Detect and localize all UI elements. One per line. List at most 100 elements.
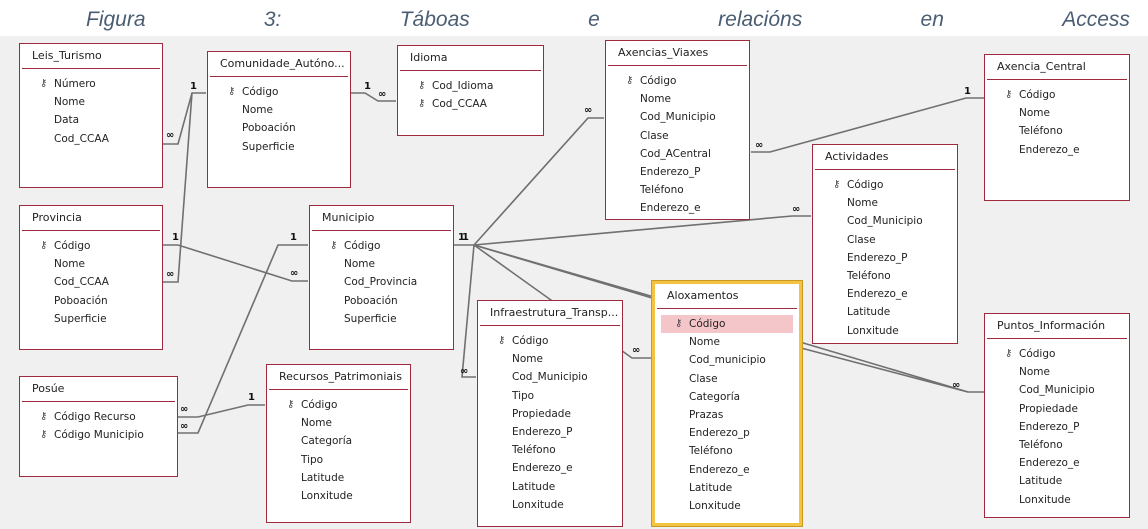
table-field[interactable]: ⚷Código Recurso bbox=[20, 408, 177, 426]
table-field[interactable]: Lonxitude bbox=[655, 497, 799, 515]
table-field[interactable]: ⚷Cod_CCAA bbox=[398, 95, 543, 113]
table-field[interactable]: ⚷Código bbox=[661, 315, 793, 334]
table-field[interactable]: Cod_Municipio bbox=[985, 381, 1129, 399]
table-field[interactable]: Cod_municipio bbox=[655, 351, 799, 369]
table-field[interactable]: Nome bbox=[985, 363, 1129, 381]
table-field[interactable]: Prazas bbox=[655, 406, 799, 424]
table-field[interactable]: Cod_Municipio bbox=[813, 212, 957, 230]
table-field[interactable]: Teléfono bbox=[655, 442, 799, 460]
table-field[interactable]: ⚷Código bbox=[310, 237, 453, 255]
table-field[interactable]: Latitude bbox=[267, 469, 410, 487]
table-posue[interactable]: Posúe ⚷Código Recurso⚷Código Municipio bbox=[19, 376, 178, 477]
table-field[interactable]: Superficie bbox=[208, 138, 350, 156]
table-field[interactable]: Nome bbox=[813, 194, 957, 212]
table-title[interactable]: Puntos_Información bbox=[987, 314, 1127, 339]
table-title[interactable]: Actividades bbox=[815, 145, 955, 170]
table-field[interactable]: Teléfono bbox=[985, 122, 1129, 140]
table-title[interactable]: Axencia_Central bbox=[987, 55, 1127, 80]
table-field[interactable]: Nome bbox=[655, 333, 799, 351]
table-field[interactable]: Nome bbox=[478, 350, 622, 368]
table-title[interactable]: Municipio bbox=[312, 206, 451, 231]
table-field[interactable]: Enderezo_e bbox=[478, 459, 622, 477]
table-title[interactable]: Aloxamentos bbox=[657, 284, 797, 309]
table-field[interactable]: Nome bbox=[267, 414, 410, 432]
table-field[interactable]: Nome bbox=[985, 104, 1129, 122]
table-field[interactable]: Clase bbox=[606, 127, 749, 145]
table-field[interactable]: Latitude bbox=[813, 303, 957, 321]
table-title[interactable]: Infraestrutura_Transp... bbox=[480, 301, 620, 326]
table-field[interactable]: Cod_ACentral bbox=[606, 145, 749, 163]
table-field[interactable]: ⚷Código bbox=[985, 86, 1129, 104]
table-field[interactable]: Cod_CCAA bbox=[20, 273, 162, 291]
table-field[interactable]: Lonxitude bbox=[813, 322, 957, 340]
table-field[interactable]: Cod_Municipio bbox=[478, 368, 622, 386]
table-field[interactable]: Cod_Municipio bbox=[606, 108, 749, 126]
table-field[interactable]: Enderezo_e bbox=[606, 199, 749, 217]
table-field[interactable]: ⚷Código bbox=[606, 72, 749, 90]
table-title[interactable]: Recursos_Patrimoniais bbox=[269, 365, 408, 390]
table-field[interactable]: Nome bbox=[208, 101, 350, 119]
table-field[interactable]: Clase bbox=[813, 231, 957, 249]
table-field[interactable]: ⚷Código Municipio bbox=[20, 426, 177, 444]
table-field[interactable]: ⚷Código bbox=[985, 345, 1129, 363]
table-field[interactable]: Nome bbox=[20, 255, 162, 273]
table-field[interactable]: Latitude bbox=[655, 479, 799, 497]
table-field[interactable]: Latitude bbox=[478, 478, 622, 496]
table-field[interactable]: Clase bbox=[655, 370, 799, 388]
table-field[interactable]: Superficie bbox=[310, 310, 453, 328]
table-field[interactable]: Enderezo_p bbox=[655, 424, 799, 442]
table-title[interactable]: Axencias_Viaxes bbox=[608, 41, 747, 66]
table-field[interactable]: Tipo bbox=[267, 451, 410, 469]
table-field[interactable]: ⚷Código bbox=[208, 83, 350, 101]
table-field[interactable]: Poboación bbox=[310, 292, 453, 310]
table-field[interactable]: ⚷Número bbox=[20, 75, 162, 93]
table-field[interactable]: ⚷Código bbox=[20, 237, 162, 255]
table-field[interactable]: Propiedade bbox=[478, 405, 622, 423]
table-field[interactable]: Teléfono bbox=[478, 441, 622, 459]
table-field[interactable]: Latitude bbox=[985, 472, 1129, 490]
table-field[interactable]: Nome bbox=[20, 93, 162, 111]
table-field[interactable]: Lonxitude bbox=[478, 496, 622, 514]
table-field[interactable]: Enderezo_e bbox=[985, 454, 1129, 472]
table-field[interactable]: Cod_Provincia bbox=[310, 273, 453, 291]
table-field[interactable]: Nome bbox=[606, 90, 749, 108]
table-field[interactable]: Lonxitude bbox=[267, 487, 410, 505]
table-title[interactable]: Idioma bbox=[400, 46, 541, 71]
table-field[interactable]: Enderezo_e bbox=[985, 141, 1129, 159]
table-field[interactable]: Teléfono bbox=[985, 436, 1129, 454]
table-title[interactable]: Comunidade_Autóno... bbox=[210, 52, 348, 77]
table-field[interactable]: Enderezo_P bbox=[813, 249, 957, 267]
table-title[interactable]: Posúe bbox=[22, 377, 175, 402]
table-title[interactable]: Leis_Turismo bbox=[22, 44, 160, 69]
table-field[interactable]: Enderezo_e bbox=[655, 461, 799, 479]
table-field[interactable]: ⚷Código bbox=[478, 332, 622, 350]
table-field[interactable]: Propiedade bbox=[985, 400, 1129, 418]
table-field[interactable]: Categoría bbox=[655, 388, 799, 406]
table-field[interactable]: Cod_CCAA bbox=[20, 130, 162, 148]
table-field[interactable]: Enderezo_P bbox=[606, 163, 749, 181]
table-title[interactable]: Provincia bbox=[22, 206, 160, 231]
table-idioma[interactable]: Idioma ⚷Cod_Idioma⚷Cod_CCAA bbox=[397, 45, 544, 136]
table-field[interactable]: Poboación bbox=[20, 292, 162, 310]
table-field[interactable]: Enderezo_P bbox=[985, 418, 1129, 436]
table-field[interactable]: Data bbox=[20, 111, 162, 129]
table-field[interactable]: Lonxitude bbox=[985, 491, 1129, 509]
table-field[interactable]: ⚷Código bbox=[813, 176, 957, 194]
table-field[interactable]: Categoría bbox=[267, 432, 410, 450]
table-field[interactable]: Enderezo_e bbox=[813, 285, 957, 303]
table-field[interactable]: Superficie bbox=[20, 310, 162, 328]
table-field[interactable]: Teléfono bbox=[813, 267, 957, 285]
table-field[interactable]: Nome bbox=[310, 255, 453, 273]
table-field[interactable]: ⚷Cod_Idioma bbox=[398, 77, 543, 95]
